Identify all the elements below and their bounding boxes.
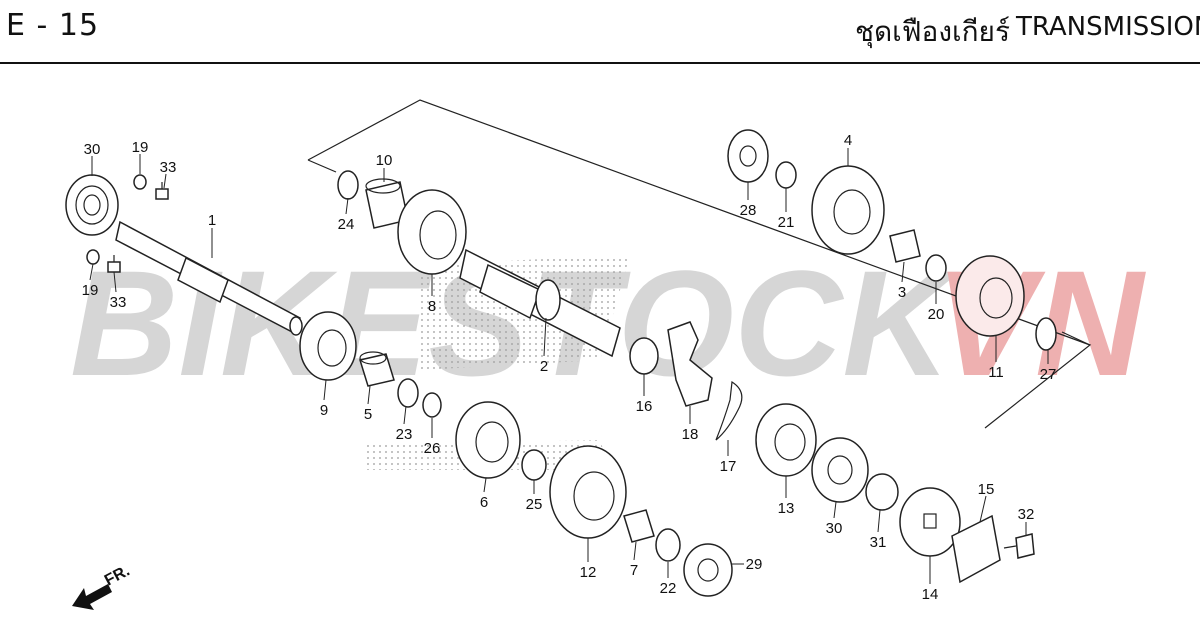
plate-18 bbox=[667, 321, 713, 407]
callout-33-upper: 33 bbox=[160, 159, 177, 176]
washer-25 bbox=[521, 449, 547, 481]
callout-13: 13 bbox=[778, 500, 795, 517]
page-code: E - 15 bbox=[6, 8, 100, 43]
mainshaft-1 bbox=[115, 220, 303, 336]
callout-30-left: 30 bbox=[84, 141, 101, 158]
callout-7: 7 bbox=[630, 562, 638, 579]
callout-5: 5 bbox=[364, 406, 372, 423]
callout-6: 6 bbox=[480, 494, 488, 511]
callout-1: 1 bbox=[208, 212, 216, 229]
circlip-27 bbox=[1035, 317, 1057, 351]
callout-22: 22 bbox=[660, 580, 677, 597]
callout-19-lower: 19 bbox=[82, 282, 99, 299]
callout-28: 28 bbox=[740, 202, 757, 219]
callout-4: 4 bbox=[844, 132, 852, 149]
arrow-icon bbox=[72, 584, 112, 610]
clip-17 bbox=[715, 380, 743, 441]
callout-21: 21 bbox=[778, 214, 795, 231]
gear-13 bbox=[755, 403, 817, 477]
gear-4 bbox=[811, 165, 885, 255]
washer-22 bbox=[655, 528, 681, 562]
gear-6 bbox=[455, 401, 521, 479]
callout-14: 14 bbox=[922, 586, 939, 603]
oil-seal-16 bbox=[629, 337, 659, 375]
bushing-5 bbox=[359, 351, 395, 387]
callout-25: 25 bbox=[526, 496, 543, 513]
callout-8: 8 bbox=[428, 298, 436, 315]
callout-11: 11 bbox=[988, 364, 1004, 381]
callout-20: 20 bbox=[928, 306, 945, 323]
callout-18: 18 bbox=[682, 426, 699, 443]
bolt-32 bbox=[1003, 533, 1035, 559]
sprocket-14 bbox=[899, 487, 961, 557]
callout-33-lower: 33 bbox=[110, 294, 127, 311]
callout-32: 32 bbox=[1018, 506, 1035, 523]
callout-17: 17 bbox=[720, 458, 737, 475]
washer-20 bbox=[925, 254, 947, 282]
callout-9: 9 bbox=[320, 402, 328, 419]
bearing-28 bbox=[727, 129, 769, 183]
bearing-30-left bbox=[65, 174, 119, 236]
bearing-29 bbox=[683, 543, 733, 597]
bushing-10 bbox=[365, 178, 409, 229]
bushing-7 bbox=[623, 509, 655, 543]
gear-9 bbox=[299, 311, 357, 381]
callout-23: 23 bbox=[396, 426, 413, 443]
circlip-26 bbox=[422, 392, 442, 418]
callout-12: 12 bbox=[580, 564, 597, 581]
page-title-thai: ชุดเฟืองเกียร์ bbox=[854, 15, 1010, 48]
callout-26: 26 bbox=[424, 440, 441, 457]
callout-10: 10 bbox=[376, 152, 393, 169]
washer-19-lower bbox=[86, 249, 100, 265]
washer-19-upper bbox=[133, 174, 147, 190]
callout-16: 16 bbox=[636, 398, 653, 415]
bearing-30-right bbox=[811, 437, 869, 503]
ring-24 bbox=[337, 170, 359, 200]
callout-3: 3 bbox=[898, 284, 906, 301]
countershaft-2 bbox=[459, 248, 621, 358]
callout-27: 27 bbox=[1040, 366, 1057, 383]
header-divider bbox=[0, 62, 1200, 64]
callout-labels: 30 19 33 1 19 33 10 24 8 9 5 23 26 2 6 2… bbox=[82, 132, 1057, 603]
washer-23 bbox=[397, 378, 419, 408]
bolt-33-upper bbox=[155, 182, 169, 200]
washer-21 bbox=[775, 161, 797, 189]
front-direction-arrow: FR. bbox=[72, 562, 133, 610]
callout-2: 2 bbox=[540, 358, 548, 375]
leader-lines bbox=[89, 148, 1049, 584]
callout-29: 29 bbox=[746, 556, 763, 573]
assembly-bracket-line bbox=[307, 99, 1092, 429]
gear-8 bbox=[397, 189, 467, 275]
gear-11 bbox=[955, 255, 1025, 337]
collar-31 bbox=[865, 473, 899, 511]
callout-24: 24 bbox=[338, 216, 355, 233]
page-title-english: TRANSMISSION bbox=[1016, 12, 1200, 42]
bushing-3 bbox=[889, 229, 921, 263]
callout-31: 31 bbox=[870, 534, 887, 551]
callout-19-upper: 19 bbox=[132, 139, 149, 156]
fixing-plate-15 bbox=[951, 514, 1001, 584]
callout-30-right: 30 bbox=[826, 520, 843, 537]
gear-12 bbox=[549, 445, 627, 539]
callout-15: 15 bbox=[978, 481, 995, 498]
